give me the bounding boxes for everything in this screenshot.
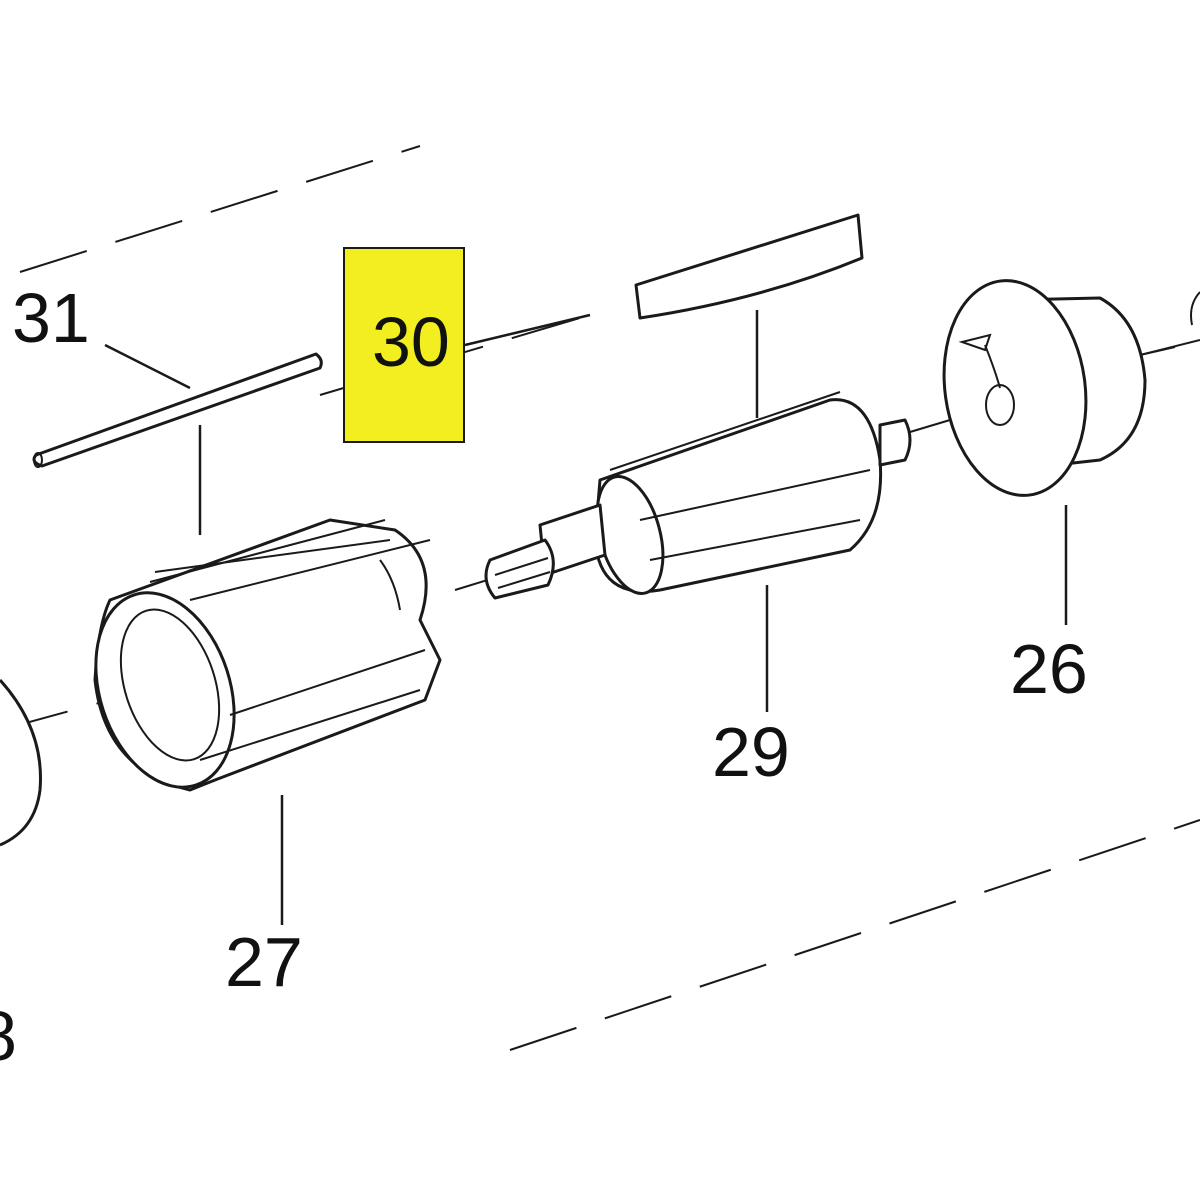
cropped-label-edge <box>1190 291 1200 326</box>
part-26-end-cap[interactable] <box>931 271 1176 504</box>
callout-partial-8: 8 <box>0 997 17 1075</box>
part-29-armature[interactable] <box>484 213 912 601</box>
partial-component-left <box>0 678 42 847</box>
callout-26: 26 <box>1010 630 1088 708</box>
part-27-sleeve[interactable] <box>72 518 442 805</box>
callout-27: 27 <box>225 923 303 1001</box>
leader-lines <box>104 310 1068 925</box>
highlight-box <box>343 247 465 443</box>
callout-29: 29 <box>712 713 790 791</box>
callout-30: 30 <box>372 303 450 381</box>
part-31-pin[interactable] <box>32 352 323 468</box>
callout-31: 31 <box>12 279 90 357</box>
